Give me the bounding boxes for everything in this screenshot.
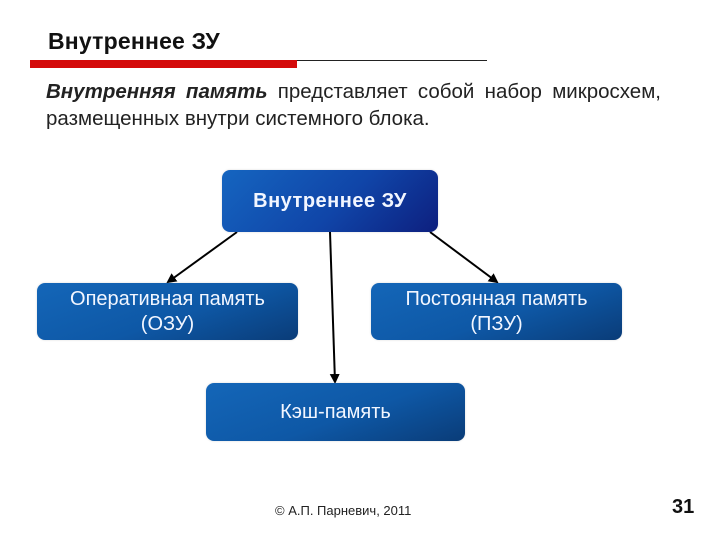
node-ram-line1: Оперативная память bbox=[70, 287, 265, 310]
arrow-to-cache bbox=[329, 231, 340, 384]
node-ram: Оперативная память (ОЗУ) bbox=[37, 283, 298, 340]
arrow-to-ram bbox=[166, 231, 238, 284]
node-cache: Кэш-память bbox=[206, 383, 465, 441]
node-rom-line2: (ПЗУ) bbox=[470, 312, 523, 335]
node-rom-line1: Постоянная память bbox=[405, 287, 588, 310]
root-node-internal-memory: Внутреннее ЗУ bbox=[222, 170, 438, 232]
paragraph-emphasis: Внутренняя память bbox=[46, 80, 268, 103]
copyright-footer: © А.П. Парневич, 2011 bbox=[275, 503, 412, 518]
node-cache-label: Кэш-память bbox=[280, 400, 391, 423]
title-underline bbox=[297, 60, 487, 61]
arrow-to-rom bbox=[429, 231, 499, 284]
slide-title: Внутреннее ЗУ bbox=[48, 28, 220, 54]
node-rom: Постоянная память (ПЗУ) bbox=[371, 283, 622, 340]
root-node-label: Внутреннее ЗУ bbox=[253, 189, 407, 212]
intro-paragraph: Внутренняя память представляет собой наб… bbox=[46, 78, 661, 132]
title-accent-bar bbox=[30, 60, 297, 68]
paragraph-text: представляет собой набор микросхем, разм… bbox=[46, 80, 661, 130]
page-number: 31 bbox=[672, 496, 695, 518]
node-ram-line2: (ОЗУ) bbox=[140, 312, 195, 335]
